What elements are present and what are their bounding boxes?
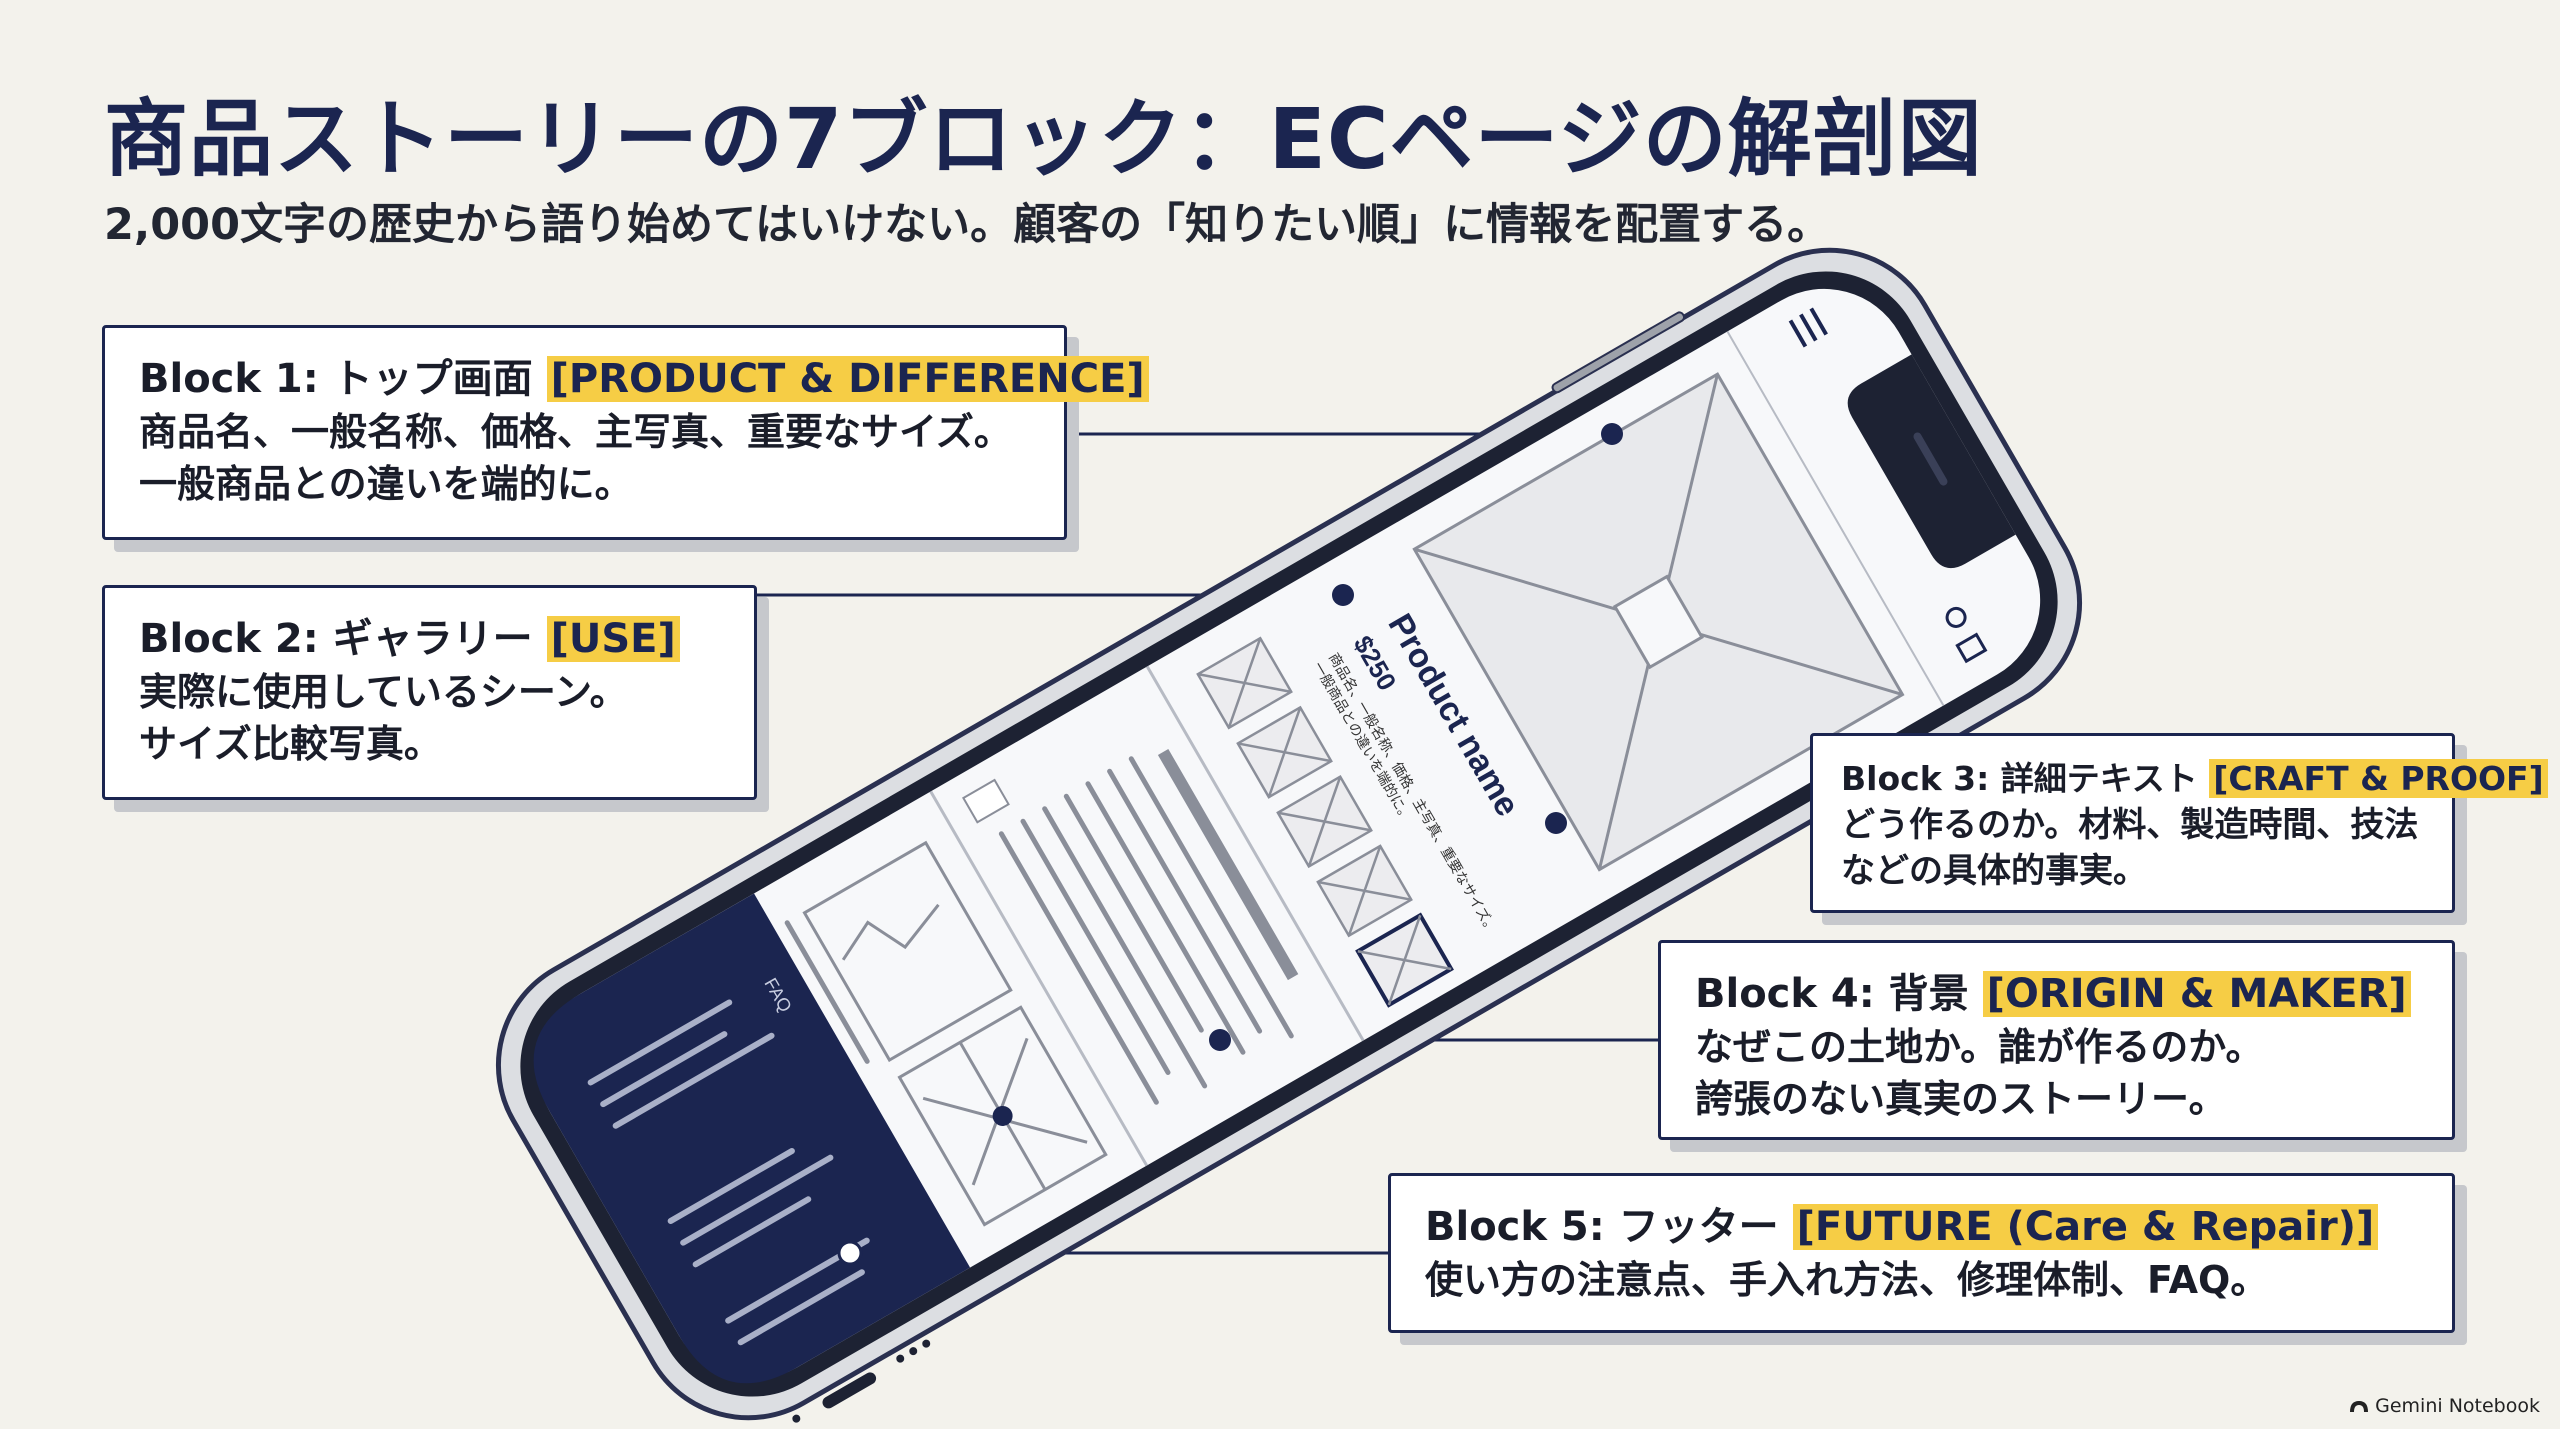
charging-port xyxy=(822,1372,877,1409)
image-icon xyxy=(1612,574,1704,670)
hero-image-placeholder xyxy=(1412,372,1905,872)
connector-dot-2 xyxy=(1332,584,1354,606)
callout-tag: [CRAFT & PROOF] xyxy=(2209,759,2548,798)
connector-dot-3 xyxy=(1545,812,1567,834)
callout-tag: [USE] xyxy=(546,616,680,662)
callout-description: 商品名、一般名称、価格、主写真、重要なサイズ。 一般商品との違いを端的に。 xyxy=(139,410,1012,506)
callout-label: Block 1: トップ画面 xyxy=(139,356,533,402)
callout-block-1: Block 1: トップ画面 [PRODUCT & DIFFERENCE] 商品… xyxy=(102,325,1149,540)
callout-label: Block 5: フッター xyxy=(1425,1204,1779,1250)
callout-description: なぜこの土地か。誰が作るのか。 誇張のない真実のストーリー。 xyxy=(1695,1025,2264,1121)
thumbnail xyxy=(1276,775,1373,869)
thumbnail xyxy=(1316,844,1413,938)
thumbnail xyxy=(1236,705,1333,799)
section-divider xyxy=(929,790,1149,1167)
connector-dots xyxy=(837,423,1623,1266)
cart-icon xyxy=(1955,632,1988,664)
callout-heading: Block 4: 背景 [ORIGIN & MAKER] xyxy=(1695,967,2418,1021)
callout-heading: Block 1: トップ画面 [PRODUCT & DIFFERENCE] xyxy=(139,352,1149,406)
callout-heading: Block 5: フッター [FUTURE (Care & Repair)] xyxy=(1425,1200,2418,1254)
thumbnail xyxy=(1196,636,1293,730)
page-title: 商品ストーリーの7ブロック：ECページの解剖図 xyxy=(104,90,1983,188)
maker-text-lines xyxy=(784,920,870,1064)
callout-tag: [FUTURE (Care & Repair)] xyxy=(1792,1204,2379,1250)
callout-block-3: Block 3: 詳細テキスト [CRAFT & PROOF] どう作るのか。材… xyxy=(1810,733,2548,913)
speaker-grille xyxy=(1913,432,1948,486)
notebook-logo-icon xyxy=(2350,1401,2369,1412)
callout-label: Block 3: 詳細テキスト xyxy=(1841,759,2198,798)
speaker-hole xyxy=(909,1347,918,1356)
connector-dot-5 xyxy=(837,1240,863,1266)
callout-block-2: Block 2: ギャラリー [USE] 実際に使用しているシーン。 サイズ比較… xyxy=(102,585,757,800)
speaker-hole xyxy=(922,1339,931,1348)
connector-dot-4 xyxy=(1209,1029,1231,1051)
search-icon xyxy=(1945,606,1967,628)
callout-tag: [PRODUCT & DIFFERENCE] xyxy=(546,356,1149,402)
menu-icon xyxy=(1788,307,1828,348)
callout-tag: [ORIGIN & MAKER] xyxy=(1982,971,2411,1017)
callout-description: 実際に使用しているシーン。 サイズ比較写真。 xyxy=(139,670,628,766)
callout-heading: Block 2: ギャラリー [USE] xyxy=(139,612,720,666)
header-divider xyxy=(1726,330,1945,707)
page-subtitle: 2,000文字の歴史から語り始めてはいけない。顧客の「知りたい順」に情報を配置す… xyxy=(104,200,1831,250)
footer-brand: Gemini Notebook xyxy=(2349,1395,2540,1417)
callout-block-5: Block 5: フッター [FUTURE (Care & Repair)] 使… xyxy=(1388,1173,2455,1333)
map-pin-icon xyxy=(992,1105,1013,1126)
map-illustration xyxy=(802,840,1108,1227)
detail-heading-bar xyxy=(1157,748,1299,981)
callout-block-4: Block 4: 背景 [ORIGIN & MAKER] なぜこの土地か。誰が作… xyxy=(1658,940,2455,1140)
callout-label: Block 4: 背景 xyxy=(1695,971,1969,1017)
speaker-hole xyxy=(792,1414,801,1423)
callout-heading: Block 3: 詳細テキスト [CRAFT & PROOF] xyxy=(1841,756,2548,802)
callout-label: Block 2: ギャラリー xyxy=(139,616,533,662)
detail-text-lines xyxy=(998,756,1294,1105)
thumbnail-selected xyxy=(1355,912,1454,1008)
document-icon xyxy=(962,778,1010,824)
callout-description: どう作るのか。材料、製造時間、技法 などの具体的事実。 xyxy=(1841,805,2419,891)
footer-block xyxy=(533,893,971,1384)
phone-device: FAQ xyxy=(495,247,2083,1423)
callout-description: 使い方の注意点、手入れ方法、修理体制、FAQ。 xyxy=(1425,1258,2269,1302)
connector-dot-1 xyxy=(1601,423,1623,445)
speaker-hole xyxy=(896,1354,905,1363)
footer-brand-text: Gemini Notebook xyxy=(2375,1395,2540,1417)
side-button xyxy=(1551,311,1686,394)
gallery-thumbnails xyxy=(1196,636,1454,1008)
section-divider xyxy=(1145,665,1365,1042)
